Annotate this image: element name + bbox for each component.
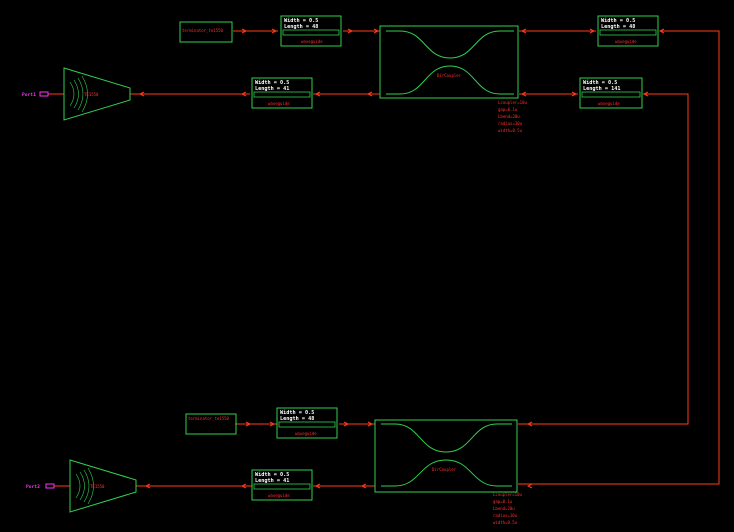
- waveguide-length: Length = 41: [255, 86, 289, 92]
- dc-param: Lcoupler=10u: [498, 100, 527, 105]
- dc-body: [379, 25, 519, 99]
- waveguide-w4[interactable]: Width = 0.5 Length = 141 waveguide: [579, 77, 643, 109]
- grating-coupler-bottom[interactable]: TE1550: [69, 459, 137, 513]
- grating-lines: [75, 467, 94, 505]
- dc-param: Lcoupler=10u: [493, 492, 522, 497]
- waveguide-body: [276, 407, 338, 439]
- dc-upper-arm: [386, 30, 514, 59]
- directional-coupler-2[interactable]: DirCoupler Lcoupler=10u gap=0.1u Lbend=2…: [374, 419, 522, 525]
- waveguide-w2[interactable]: Width = 0.5 Length = 48 waveguide: [597, 15, 659, 47]
- coupler-label: TE1550: [90, 484, 105, 489]
- waveguide-hatch: [599, 29, 657, 36]
- port-label: Port1: [22, 92, 36, 98]
- dc-upper-arm: [381, 423, 512, 453]
- waveguide-length: Length = 141: [583, 86, 620, 92]
- dc-param: Lbend=20u: [493, 506, 515, 511]
- dc-param: gap=0.1u: [498, 107, 518, 112]
- waveguide-width: Width = 0.5: [583, 80, 617, 86]
- waveguide-label: waveguide: [268, 101, 290, 106]
- waveguide-label: waveguide: [268, 493, 290, 498]
- dc-lower-arm: [381, 459, 512, 487]
- waveguide-label: waveguide: [301, 39, 323, 44]
- dc-param: radius=10u: [498, 121, 523, 126]
- terminator-body: [179, 21, 233, 43]
- terminator-body: [185, 413, 237, 435]
- waveguide-body: [280, 15, 342, 47]
- waveguide-w5[interactable]: Width = 0.5 Length = 48 waveguide: [276, 407, 338, 439]
- waveguide-hatch: [581, 91, 641, 98]
- waveguide-width: Width = 0.5: [255, 80, 289, 86]
- coupler-label: TE1550: [84, 92, 99, 97]
- dc-label: DirCoupler: [437, 73, 462, 78]
- waveguide-hatch: [253, 91, 311, 98]
- dc-param: width=0.5u: [498, 128, 523, 133]
- port-marker: [45, 483, 55, 489]
- waveguide-body: [579, 77, 643, 109]
- terminator-bottom[interactable]: terminator_te1550: [185, 413, 237, 435]
- dc-param: Lbend=20u: [498, 114, 520, 119]
- waveguide-body: [251, 469, 313, 501]
- pin-markers: [138, 28, 665, 489]
- waveguide-w1[interactable]: Width = 0.5 Length = 48 waveguide: [280, 15, 342, 47]
- waveguide-label: waveguide: [615, 39, 637, 44]
- waveguide-body: [597, 15, 659, 47]
- waveguide-length: Length = 48: [280, 416, 314, 422]
- dc-param: width=0.5u: [493, 520, 518, 525]
- waveguide-width: Width = 0.5: [284, 18, 318, 24]
- waveguide-hatch: [282, 29, 340, 36]
- grating-coupler-top[interactable]: TE1550: [63, 67, 131, 121]
- waveguide-length: Length = 41: [255, 478, 289, 484]
- dc-param: gap=0.1u: [493, 499, 513, 504]
- port-marker: [39, 91, 49, 97]
- waveguide-length: Length = 48: [284, 24, 318, 30]
- wire-w2-right[interactable]: [518, 30, 720, 485]
- dc-param: radius=10u: [493, 513, 518, 518]
- wires: [48, 30, 720, 487]
- waveguide-hatch: [278, 421, 336, 428]
- waveguide-body: [251, 77, 313, 109]
- waveguide-width: Width = 0.5: [255, 472, 289, 478]
- waveguide-width: Width = 0.5: [280, 410, 314, 416]
- terminator-label: terminator_te1550: [182, 28, 224, 33]
- dc-lower-arm: [386, 65, 514, 95]
- dc-body: [374, 419, 518, 493]
- grating-coupler-body: [63, 67, 131, 121]
- waveguide-w6[interactable]: Width = 0.5 Length = 41 waveguide: [251, 469, 313, 501]
- wire-w4-right[interactable]: [518, 93, 689, 425]
- port-port1[interactable]: Port1: [22, 91, 49, 98]
- grating-coupler-body: [69, 459, 137, 513]
- waveguide-width: Width = 0.5: [601, 18, 635, 24]
- waveguide-label: waveguide: [598, 101, 620, 106]
- port-port2[interactable]: Port2: [26, 483, 55, 490]
- waveguide-label: waveguide: [295, 431, 317, 436]
- waveguide-hatch: [253, 483, 311, 490]
- terminator-top[interactable]: terminator_te1550: [179, 21, 233, 43]
- dc-label: DirCoupler: [432, 467, 457, 472]
- grating-lines: [69, 75, 88, 113]
- waveguide-w3[interactable]: Width = 0.5 Length = 41 waveguide: [251, 77, 313, 109]
- port-label: Port2: [26, 484, 40, 490]
- waveguide-length: Length = 48: [601, 24, 635, 30]
- directional-coupler-1[interactable]: DirCoupler Lcoupler=10u gap=0.1u Lbend=2…: [379, 25, 527, 133]
- terminator-label: terminator_te1550: [188, 416, 230, 421]
